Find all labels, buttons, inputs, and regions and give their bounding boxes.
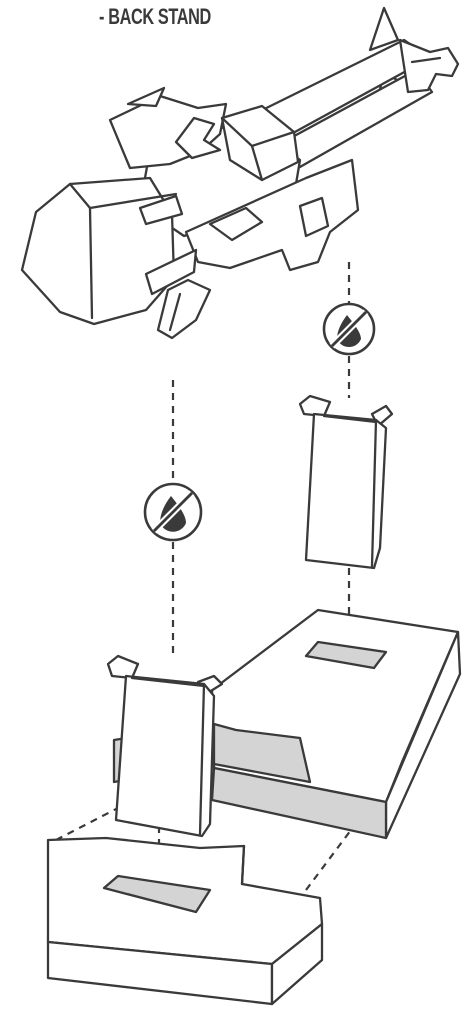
guide-line-base-right-corner — [305, 825, 355, 891]
slot-large-base — [304, 640, 388, 670]
right-stand-post — [298, 394, 394, 570]
no-glue-icon — [322, 302, 376, 356]
blaster-model — [20, 6, 460, 340]
slot-small-base — [102, 874, 212, 914]
section-heading: - BACK STAND — [99, 4, 211, 29]
guide-line-base-left-corner — [55, 807, 119, 841]
no-glue-icon — [143, 482, 203, 542]
left-stand-post — [106, 654, 224, 838]
small-base-plate — [46, 836, 324, 1006]
